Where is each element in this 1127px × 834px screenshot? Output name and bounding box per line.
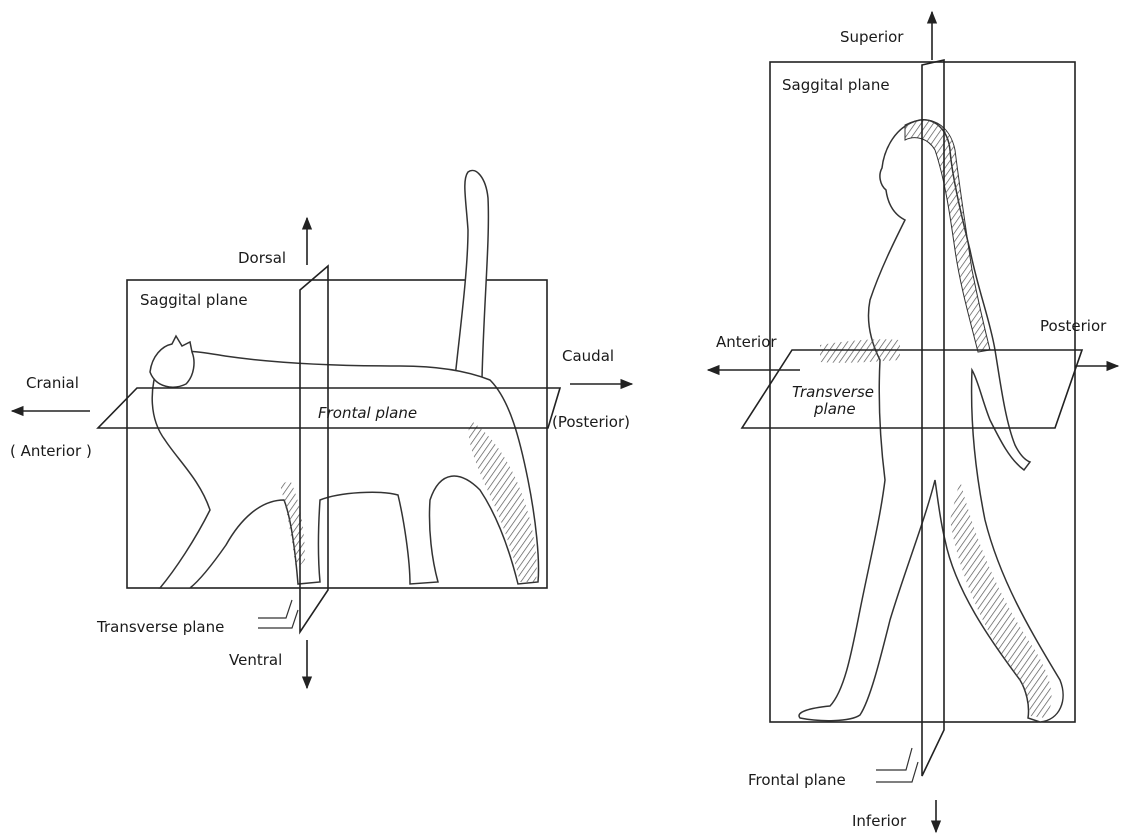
cat-head bbox=[150, 336, 194, 387]
human-sagittal-plane-label: Saggital plane bbox=[782, 76, 890, 94]
inferior-label: Inferior bbox=[852, 812, 907, 830]
superior-label: Superior bbox=[840, 28, 904, 46]
human-figure bbox=[799, 120, 1063, 722]
human-back-leg-shading bbox=[950, 480, 1052, 718]
human-frontal-leader-2 bbox=[876, 762, 918, 782]
caudal-label: Caudal bbox=[562, 347, 614, 365]
posterior-paren-label: (Posterior) bbox=[552, 413, 630, 431]
human-frontal-leader bbox=[876, 748, 912, 770]
cat-diagram: Dorsal Saggital plane Cranial ( Anterior… bbox=[10, 170, 632, 688]
human-anterior-label: Anterior bbox=[716, 333, 777, 351]
cat-frontal-plane-label: Frontal plane bbox=[318, 404, 417, 422]
human-diagram: Superior Saggital plane Anterior Posteri… bbox=[708, 12, 1118, 832]
human-posterior-label: Posterior bbox=[1040, 317, 1107, 335]
cat-tail bbox=[455, 170, 488, 378]
cat-transverse-plane-label: Transverse plane bbox=[96, 618, 224, 636]
human-transverse-plane-label-1: Transverse bbox=[792, 383, 874, 401]
anterior-paren-label: ( Anterior ) bbox=[10, 442, 92, 460]
human-transverse-plane-label-2: plane bbox=[813, 400, 856, 418]
human-arm-shading bbox=[820, 339, 900, 363]
cat-transverse-leader-2 bbox=[258, 610, 298, 628]
cat-transverse-leader bbox=[258, 600, 292, 618]
ventral-label: Ventral bbox=[229, 651, 282, 669]
human-frontal-plane-label: Frontal plane bbox=[748, 771, 846, 789]
cranial-label: Cranial bbox=[26, 374, 79, 392]
cat-sagittal-plane-label: Saggital plane bbox=[140, 291, 248, 309]
cat-dorsal-label: Dorsal bbox=[238, 249, 286, 267]
